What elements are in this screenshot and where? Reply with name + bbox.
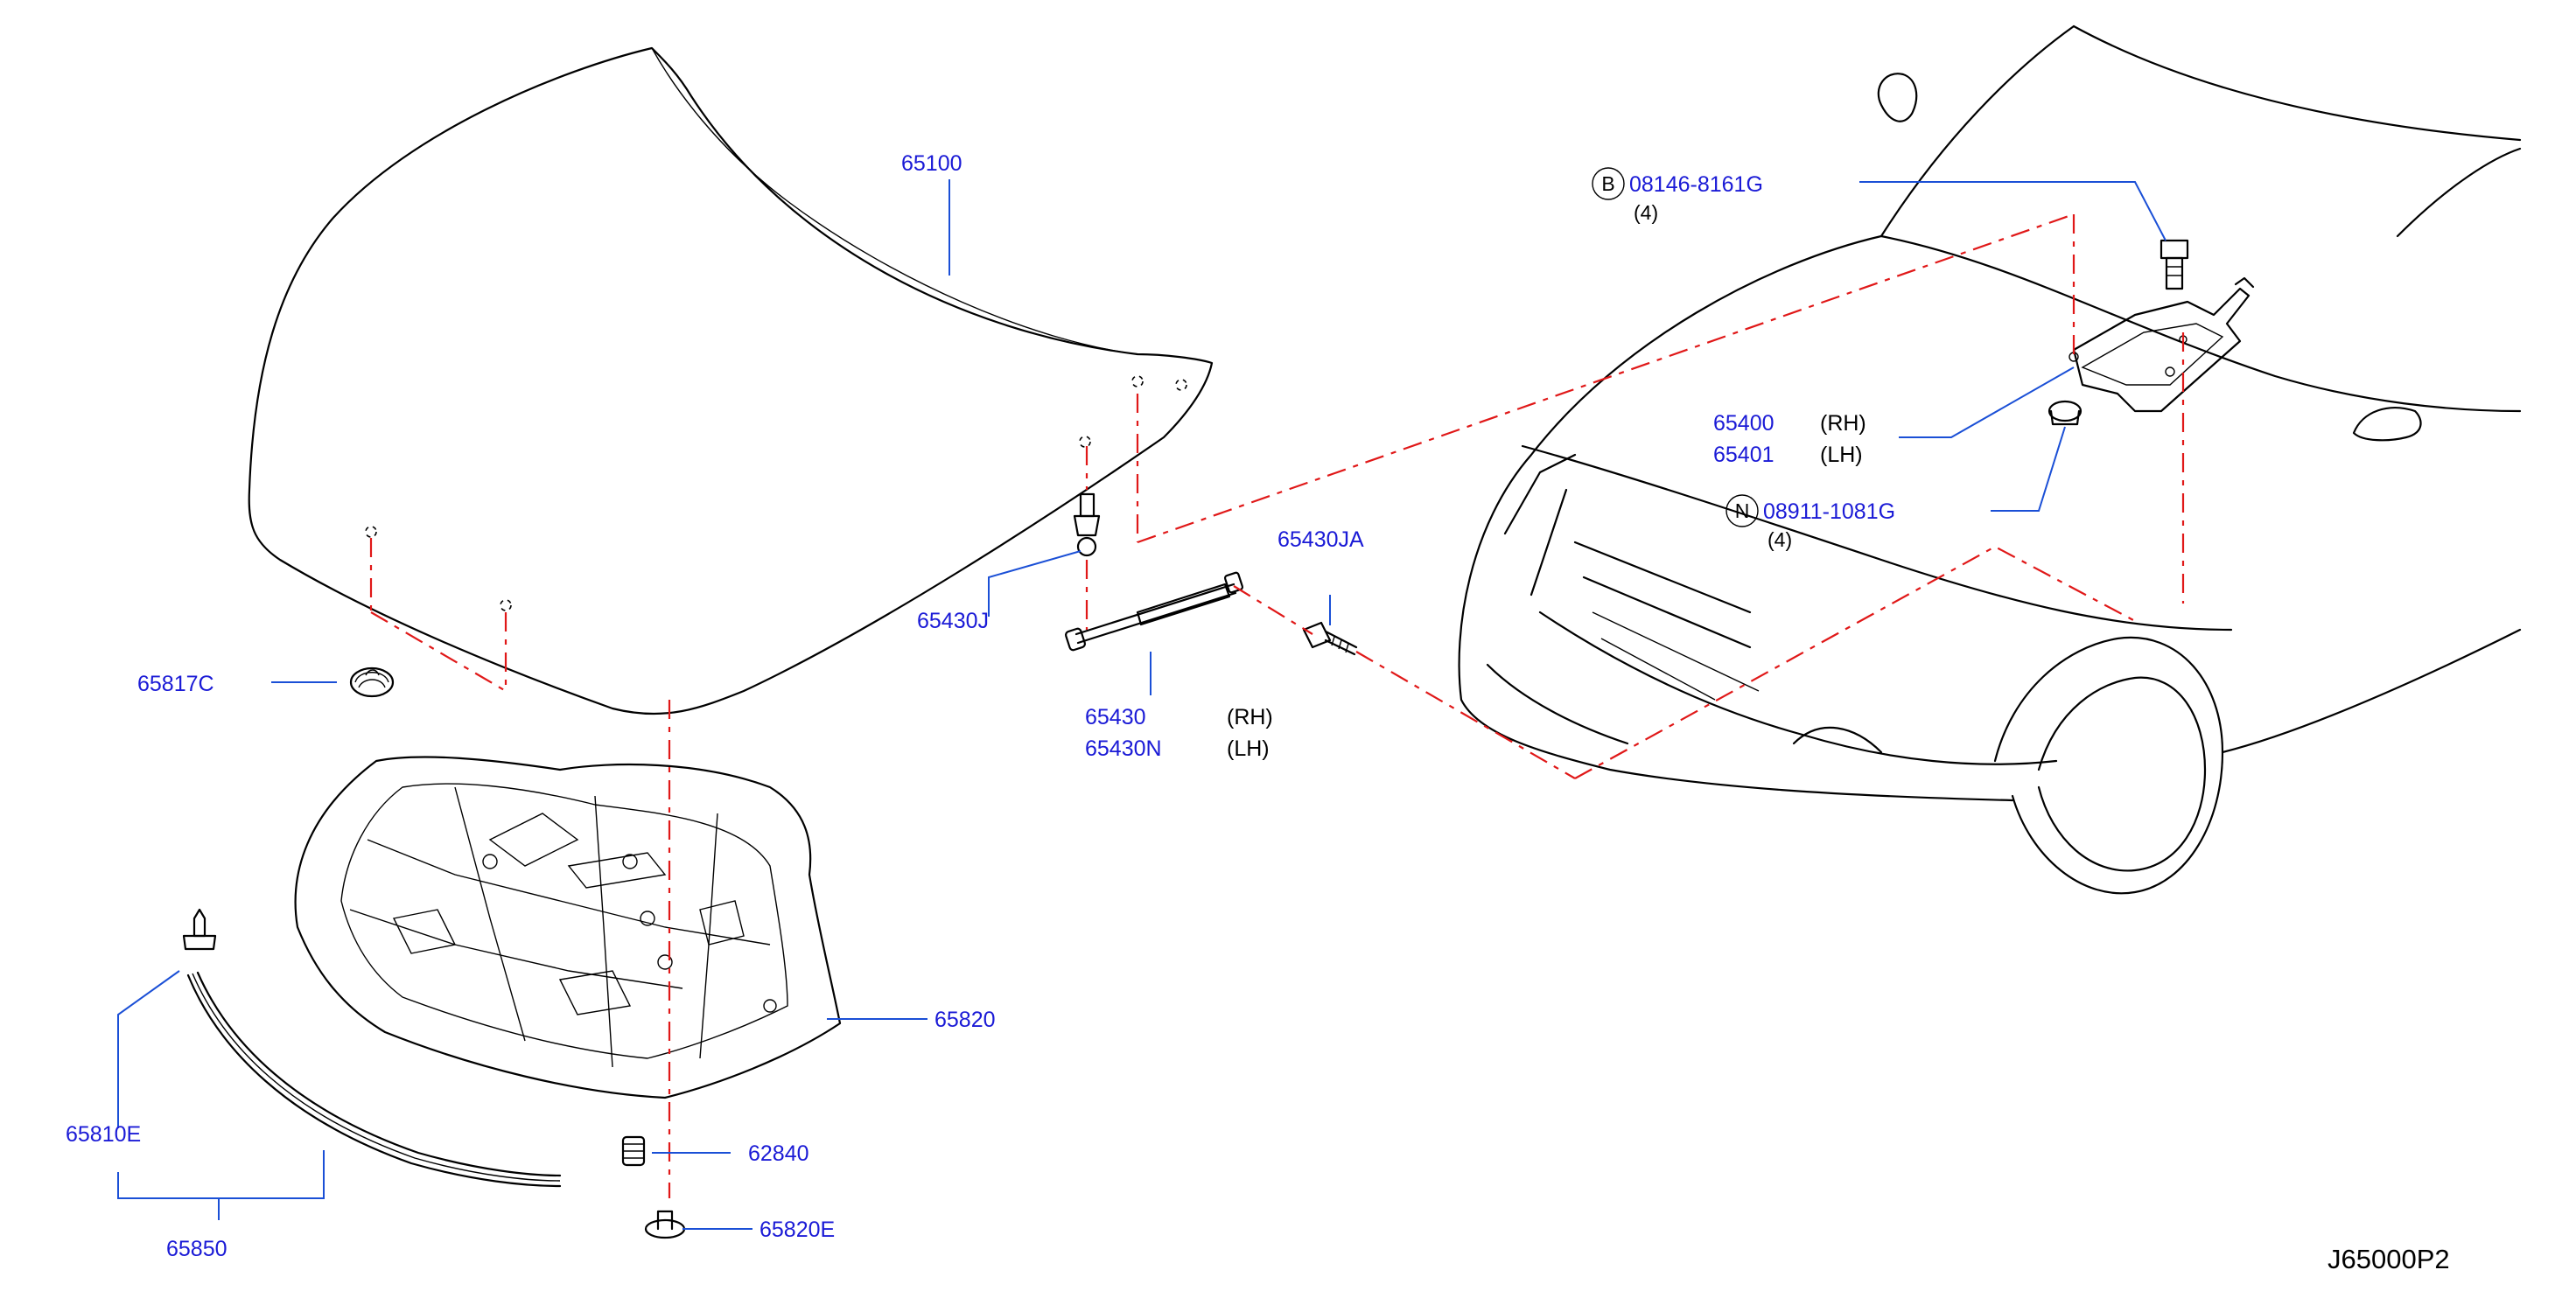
hinge-bolt: [2160, 239, 2189, 290]
nut-letter: N: [1735, 499, 1750, 522]
seal-clip: [182, 908, 217, 951]
vehicle-body: [1458, 24, 2522, 895]
stay-stud-lower: [1302, 621, 1358, 656]
callout-insulator-clip[interactable]: 65820E: [760, 1218, 835, 1242]
callout-stay-rh[interactable]: 65430: [1085, 705, 1146, 729]
callout-hinge-lh[interactable]: 65401: [1713, 443, 1774, 467]
callout-hinge-nut[interactable]: 08911-1081G: [1763, 499, 1895, 524]
stay-stud-upper: [1073, 492, 1101, 557]
hood-stay: [1064, 571, 1244, 652]
bolt-letter: B: [1601, 172, 1614, 195]
callout-seal[interactable]: 65850: [166, 1237, 228, 1261]
hood-insulator: [294, 756, 842, 1099]
callout-hinge-rh[interactable]: 65400: [1713, 411, 1774, 436]
insulator-clip: [644, 1210, 686, 1239]
qty-nut: (4): [1768, 528, 1792, 551]
callout-seal-clip[interactable]: 65810E: [66, 1122, 141, 1147]
diagram-code: J65000P2: [2328, 1244, 2450, 1274]
hood-panel: [248, 46, 1214, 715]
callout-hood[interactable]: 65100: [901, 151, 962, 176]
bolt-letter-marker: B: [1592, 167, 1625, 200]
qty-bolt: (4): [1634, 201, 1658, 224]
callout-bumper[interactable]: 65817C: [137, 672, 214, 696]
reference-lines: [369, 213, 2185, 1198]
side-stay-lh: (LH): [1227, 736, 1270, 761]
leader-lines: [117, 179, 2166, 1230]
callout-stud-lower[interactable]: 65430JA: [1278, 527, 1364, 552]
hood-hinge: [2068, 276, 2255, 413]
rubber-part: [621, 1135, 646, 1167]
side-hinge-lh: (LH): [1820, 443, 1863, 467]
callout-stud-upper[interactable]: 65430J: [917, 609, 989, 633]
nut-letter-marker: N: [1726, 494, 1759, 527]
hood-bumper: [349, 666, 395, 698]
callout-hinge-bolt[interactable]: 08146-8161G: [1629, 172, 1763, 197]
callout-insulator[interactable]: 65820: [934, 1008, 996, 1032]
side-stay-rh: (RH): [1227, 705, 1273, 729]
callout-stay-lh[interactable]: 65430N: [1085, 736, 1162, 761]
side-hinge-rh: (RH): [1820, 411, 1866, 436]
hood-seal: [186, 971, 562, 1188]
callout-rubber[interactable]: 62840: [748, 1141, 809, 1166]
hinge-nut: [2048, 400, 2082, 426]
